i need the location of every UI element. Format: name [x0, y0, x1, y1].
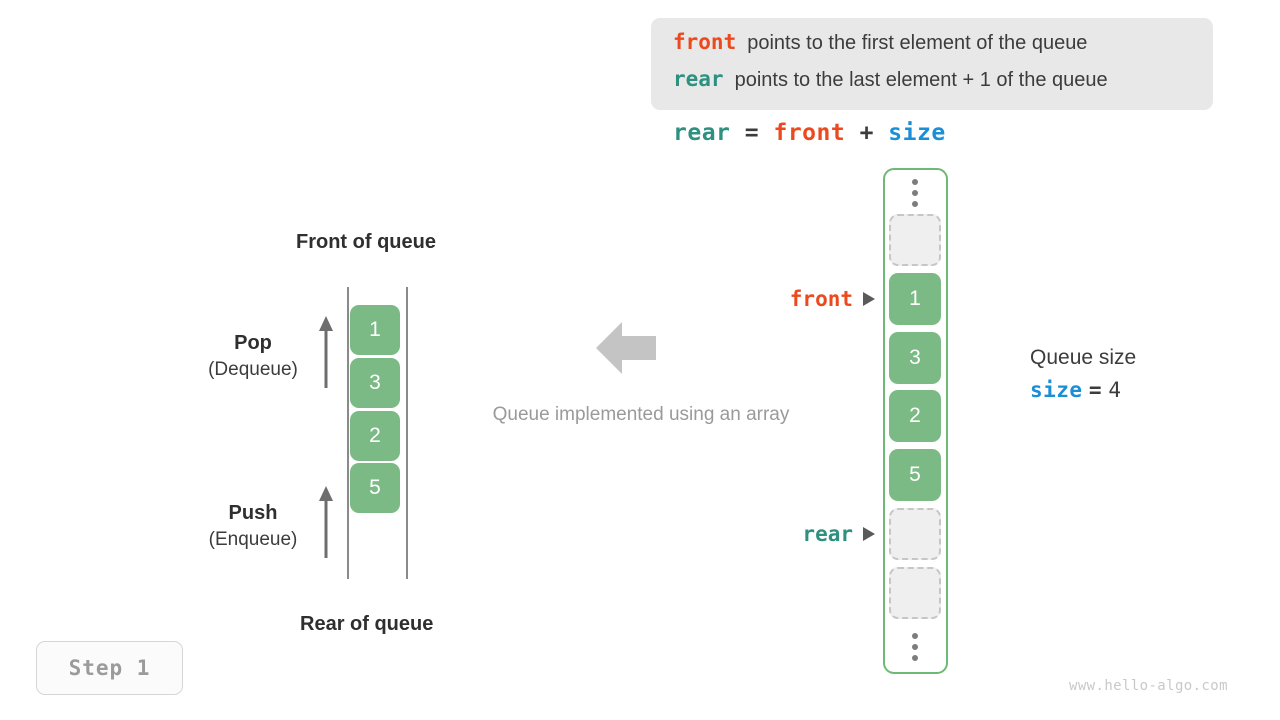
formula-rhs-size: size: [888, 120, 946, 146]
legend-line-front: front points to the first element of the…: [673, 30, 1193, 67]
front-of-queue-label: Front of queue: [296, 231, 436, 253]
queue-size-expression: size = 4: [1030, 373, 1136, 408]
pop-direction-arrow-up-icon: [319, 316, 333, 388]
legend-text-rear: points to the last element + 1 of the qu…: [734, 69, 1108, 91]
rear-of-queue-label: Rear of queue: [300, 613, 434, 635]
dot: [912, 201, 918, 207]
dot: [912, 179, 918, 185]
legend-text-front: points to the first element of the queue: [747, 32, 1088, 54]
pop-subtitle: (Dequeue): [208, 359, 298, 380]
legend-box: front points to the first element of the…: [651, 18, 1213, 110]
formula-rear-equals-front-plus-size: rear = front + size: [673, 120, 946, 146]
formula-equals: =: [744, 120, 760, 146]
dot: [912, 633, 918, 639]
watermark: www.hello-algo.com: [1069, 678, 1228, 694]
push-title: Push: [228, 502, 278, 524]
legend-keyword-front: front: [673, 30, 737, 54]
front-pointer: front: [700, 287, 875, 311]
array-slot-empty: [889, 214, 941, 266]
queue-rail-right: [406, 287, 408, 579]
size-variable: size: [1030, 378, 1083, 402]
formula-plus: +: [859, 120, 874, 146]
queue-cell: 5: [350, 463, 400, 513]
array-ellipsis-top: [889, 178, 941, 208]
array-slot-filled: 3: [889, 332, 941, 384]
front-pointer-label: front: [789, 287, 853, 311]
legend-keyword-rear: rear: [673, 67, 724, 91]
dot: [912, 190, 918, 196]
rear-pointer: rear: [700, 522, 875, 546]
push-direction-arrow-up-icon: [319, 486, 333, 558]
pointer-triangle-right-icon: [863, 292, 875, 306]
push-operation-label: Push (Enqueue): [168, 500, 338, 554]
formula-lhs: rear: [673, 120, 731, 146]
center-caption: Queue implemented using an array: [492, 404, 790, 425]
rear-pointer-label: rear: [802, 522, 853, 546]
queue-size-annotation: Queue size size = 4: [1030, 343, 1136, 408]
array-slot-filled: 1: [889, 273, 941, 325]
array-slot-empty: [889, 508, 941, 560]
array-ellipsis-bottom: [889, 632, 941, 662]
pop-title: Pop: [234, 332, 272, 354]
size-value: 4: [1108, 378, 1122, 402]
queue-cell: 3: [350, 358, 400, 408]
array-slot-empty: [889, 567, 941, 619]
queue-rail-left: [347, 287, 349, 579]
arrow-left-icon: [596, 322, 656, 374]
pop-operation-label: Pop (Dequeue): [168, 330, 338, 384]
pointer-triangle-right-icon: [863, 527, 875, 541]
dot: [912, 655, 918, 661]
push-subtitle: (Enqueue): [208, 529, 298, 550]
queue-cell: 1: [350, 305, 400, 355]
formula-rhs-front: front: [773, 120, 846, 146]
queue-cell: 2: [350, 411, 400, 461]
size-equals: =: [1088, 378, 1103, 402]
array-slot-filled: 5: [889, 449, 941, 501]
step-badge: Step 1: [36, 641, 183, 695]
array-slot-filled: 2: [889, 390, 941, 442]
legend-line-rear: rear points to the last element + 1 of t…: [673, 67, 1193, 104]
dot: [912, 644, 918, 650]
queue-size-title: Queue size: [1030, 346, 1137, 369]
